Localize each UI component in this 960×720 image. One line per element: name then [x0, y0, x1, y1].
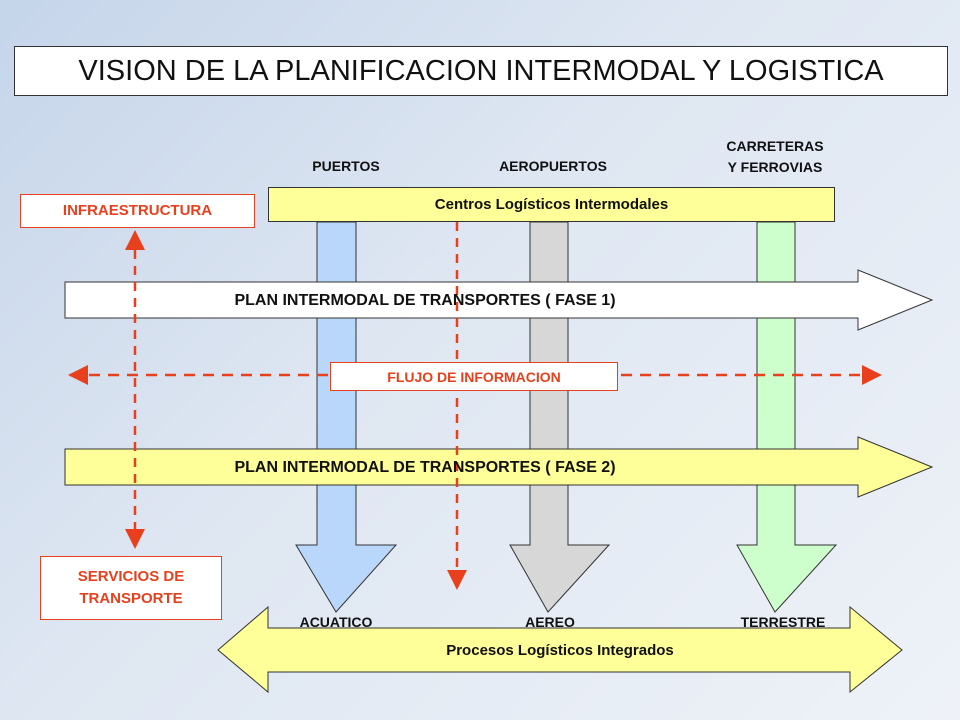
aereo-label: AEREO: [525, 614, 575, 630]
servicios-line1: SERVICIOS DE: [77, 568, 185, 585]
centros-logisticos-box: Centros Logísticos Intermodales: [268, 187, 835, 222]
procesos-double-arrow: [217, 605, 903, 694]
procesos-label: Procesos Logísticos Integrados: [446, 642, 674, 659]
acuatico-column-arrow: [295, 221, 398, 613]
aeropuertos-label: AEROPUERTOS: [499, 158, 607, 174]
carreteras-label: CARRETERAS Y FERROVIAS: [712, 136, 838, 178]
acuatico-label: ACUATICO: [299, 614, 373, 630]
infraestructura-box: INFRAESTRUCTURA: [20, 194, 255, 228]
plan-fase2-arrow: [64, 436, 934, 498]
terrestre-column-arrow: [736, 221, 838, 613]
puertos-label: PUERTOS: [312, 158, 380, 174]
plan-fase1-label: PLAN INTERMODAL DE TRANSPORTES ( FASE 1): [234, 292, 616, 309]
terrestre-label: TERRESTRE: [740, 614, 826, 630]
aereo-column-arrow: [509, 221, 611, 613]
flujo-informacion-box: FLUJO DE INFORMACION: [330, 362, 618, 391]
page-title: VISION DE LA PLANIFICACION INTERMODAL Y …: [14, 46, 948, 96]
plan-fase2-label: PLAN INTERMODAL DE TRANSPORTES ( FASE 2): [234, 459, 616, 476]
servicios-transporte-box: SERVICIOS DE TRANSPORTE: [40, 556, 222, 620]
carreteras-line1: CARRETERAS: [726, 138, 824, 154]
carreteras-line2: Y FERROVIAS: [727, 159, 823, 175]
plan-fase1-arrow: [64, 269, 934, 331]
servicios-line2: TRANSPORTE: [79, 590, 183, 607]
